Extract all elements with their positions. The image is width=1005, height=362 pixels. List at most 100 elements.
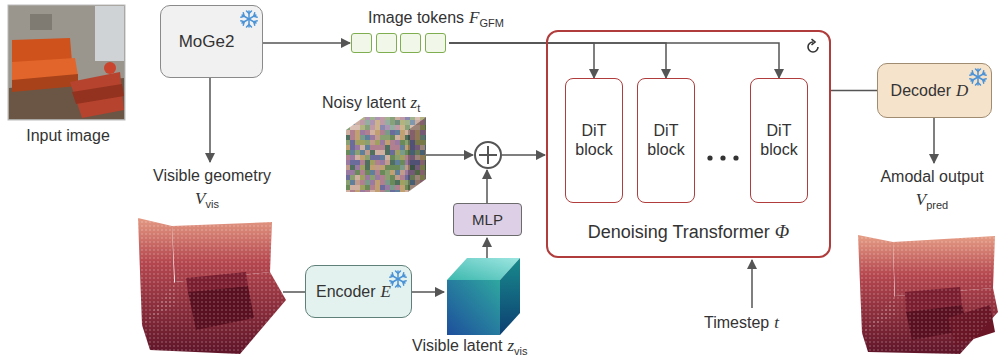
label-text: Visible latent [412, 337, 502, 354]
point-cloud-amodal [858, 235, 998, 354]
frozen-icon-part-part [390, 273, 406, 285]
label-text: Amodal output [880, 168, 983, 185]
text-block: DiT block [754, 122, 804, 159]
point-cloud-amodal-part [862, 288, 998, 354]
frozen-icon-part-part-part [970, 71, 986, 83]
node-text: MoGe2 [179, 32, 235, 51]
node-text: Denoising Transformer [588, 222, 770, 242]
token-strip: Image tokensFGFM [350, 32, 449, 54]
node-text: MLP [472, 211, 503, 228]
node-text: DiT block [760, 122, 797, 157]
visible-latent-cube [447, 258, 520, 335]
text-block: Image tokens FGFM [368, 8, 504, 30]
node-text: GFM [479, 17, 503, 29]
point-cloud-visible [138, 218, 286, 354]
connector-arrow [449, 43, 666, 78]
decoder-box: Decoder D [877, 63, 992, 118]
token-cell [376, 33, 397, 53]
flow-arrows-part [933, 118, 935, 163]
transformer-box: Denoising TransformerΦ DiT block DiT block… [546, 30, 831, 258]
frozen-icon-part-part-part [241, 13, 257, 25]
input-photo [8, 5, 125, 120]
figure-label: Visible latent zvis [412, 336, 528, 357]
input-photo-part [104, 62, 116, 74]
node-text: DiT block [575, 122, 612, 157]
noisy-latent-cube-part [408, 117, 426, 192]
figure-label: Timestep t [704, 313, 779, 333]
label-text: V [195, 189, 205, 208]
frozen-icon-part [970, 69, 986, 85]
text-block: Denoising TransformerΦ [548, 221, 829, 243]
input-photo-part [30, 14, 52, 30]
mlp-box: MLP [453, 203, 522, 236]
dit-block: DiT block [565, 78, 623, 203]
flow-arrows-part [209, 78, 211, 162]
encoder-box: Encoder E [305, 265, 412, 318]
frozen-icon-part-part-part [241, 13, 257, 25]
connector-arrow [263, 42, 350, 44]
node-text: Decoder [891, 82, 951, 99]
text-block: MoGe2 [179, 32, 235, 52]
noisy-latent-cube [346, 117, 426, 192]
frozen-icon-part-part [970, 71, 986, 83]
connector-arrow [831, 90, 877, 92]
figure-label: Vvis [195, 189, 219, 210]
ellipsis-dots-part [733, 155, 738, 160]
input-photo-part [12, 74, 78, 92]
flow-arrows-part [426, 154, 473, 156]
text-block: MLP [472, 211, 503, 228]
label-text: Timestep [704, 314, 769, 331]
node-text: D [956, 81, 968, 100]
figure-label: Noisy latent zt [322, 93, 420, 114]
point-cloud-visible-part [172, 222, 272, 282]
frozen-icon-part-part [241, 13, 257, 25]
input-photo-part [95, 6, 124, 61]
label-text: Input image [26, 127, 110, 144]
text-block: DiT block [569, 122, 619, 159]
frozen-icon-part-part-part [390, 273, 406, 285]
frozen-icon-part-part [241, 13, 257, 25]
sum-symbol [475, 142, 501, 168]
label-text: z [411, 93, 418, 112]
noisy-latent-cube-part [408, 117, 426, 192]
frozen-icon-part [241, 11, 257, 27]
point-cloud-amodal-part [893, 236, 995, 296]
node-text: Encoder [316, 283, 376, 300]
visible-latent-cube-part [447, 280, 500, 335]
label-text: V [916, 190, 926, 209]
text-block: Decoder D [891, 81, 969, 101]
input-photo-part [70, 72, 124, 118]
label-text: z [507, 336, 514, 355]
flow-arrows-part [486, 170, 488, 203]
text-block: Encoder E [316, 282, 391, 302]
point-cloud-visible-part [142, 272, 286, 354]
label-text: Noisy latent [322, 94, 406, 111]
frozen-icon [239, 9, 259, 29]
frozen-icon-part-part [970, 71, 986, 83]
flow-arrows-part [486, 238, 488, 258]
frozen-icon-part [390, 271, 406, 287]
connector-arrow [449, 43, 779, 78]
node-text: Image tokens [368, 9, 464, 26]
text-block: DiT block [641, 122, 691, 159]
figure-label: Amodal output [880, 168, 983, 186]
frozen-icon-part-part-part [390, 273, 406, 285]
label-text: vis [514, 345, 527, 357]
figure-label: Input image [26, 127, 110, 145]
token-cell [400, 33, 421, 53]
flow-arrows-part [751, 260, 753, 308]
point-cloud-visible-part [172, 222, 272, 282]
label-text: t [417, 102, 420, 114]
flow-arrows-part [502, 154, 545, 156]
input-photo-part [8, 5, 125, 120]
frozen-icon-part-part-part [970, 71, 986, 83]
token-cell [425, 33, 446, 53]
point-cloud-amodal-part [893, 236, 995, 296]
loop-icon [804, 38, 822, 56]
label-text: t [774, 313, 779, 332]
flow-arrows-part [407, 291, 444, 293]
node-text: E [381, 282, 391, 301]
node-text: F [469, 8, 479, 27]
